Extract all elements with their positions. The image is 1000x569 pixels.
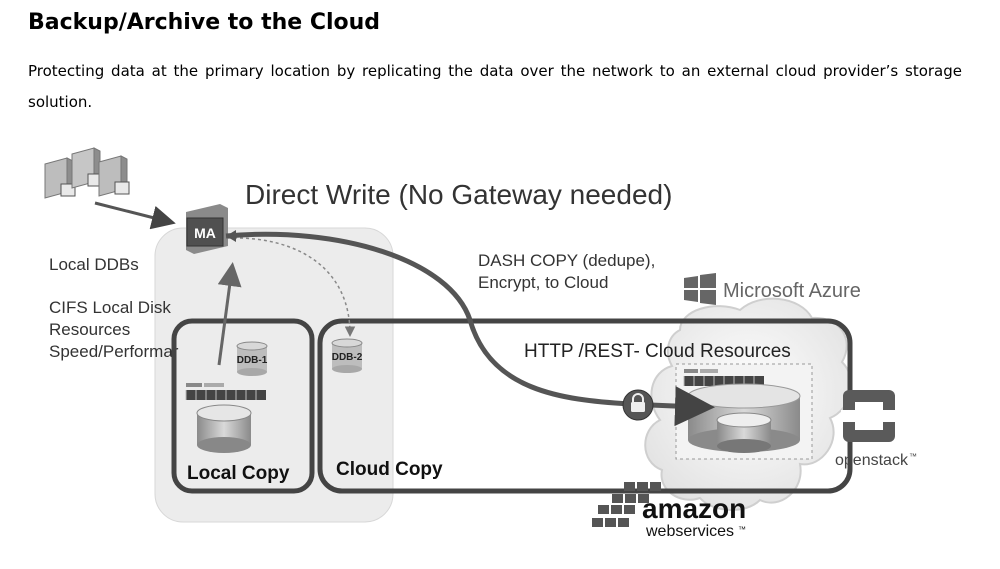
aws-logo-icon (592, 482, 661, 527)
note-local-ddbs: Local DDBs (49, 255, 139, 274)
media-agent-icon: MA (186, 204, 228, 254)
servers-to-ma-arrow (94, 201, 176, 230)
dash-copy-line-2: Encrypt, to Cloud (478, 273, 608, 292)
microsoft-windows-logo-icon (684, 273, 716, 305)
server-group-icon (44, 147, 130, 199)
local-copy-box (171, 318, 315, 494)
local-to-ma-arrow (217, 262, 242, 366)
aws-trademark: ™ (738, 525, 746, 534)
diagram-heading: Direct Write (No Gateway needed) (245, 179, 672, 210)
local-storage-bar (185, 383, 266, 400)
amazon-label: amazon (642, 493, 746, 524)
microsoft-azure-label: Microsoft Azure (723, 280, 861, 302)
ma-to-ddb2-dashed-arrow (227, 237, 356, 337)
ddb-1-cylinder: DDB-1 (236, 341, 268, 376)
dash-copy-line-1: DASH COPY (dedupe), (478, 251, 655, 270)
local-copy-label: Local Copy (187, 463, 290, 484)
cloud-storage-bar (683, 369, 764, 386)
ddb-1-label: DDB-1 (237, 355, 268, 366)
note-resources: Resources (49, 320, 130, 339)
media-agent-label: MA (194, 225, 216, 241)
openstack-trademark: ™ (909, 452, 917, 461)
cloud-copy-label: Cloud Copy (336, 459, 443, 480)
webservices-label: webservices (645, 523, 734, 540)
ddb-2-cylinder: DDB-2 (331, 338, 363, 373)
page-title: Backup/Archive to the Cloud (28, 10, 381, 35)
lock-icon (622, 389, 654, 421)
cloud-storage-cylinder (687, 383, 801, 453)
note-cifs-local-disk: CIFS Local Disk (49, 298, 171, 317)
openstack-label: openstack (835, 452, 909, 469)
ddb-2-label: DDB-2 (332, 352, 363, 363)
page-description: Protecting data at the primary location … (28, 62, 962, 111)
openstack-logo-icon (841, 390, 897, 442)
cloud-resources-label: HTTP /REST- Cloud Resources (524, 341, 791, 362)
note-speed-performance: Speed/Performar (49, 342, 179, 361)
local-disk-cylinder (196, 404, 252, 453)
